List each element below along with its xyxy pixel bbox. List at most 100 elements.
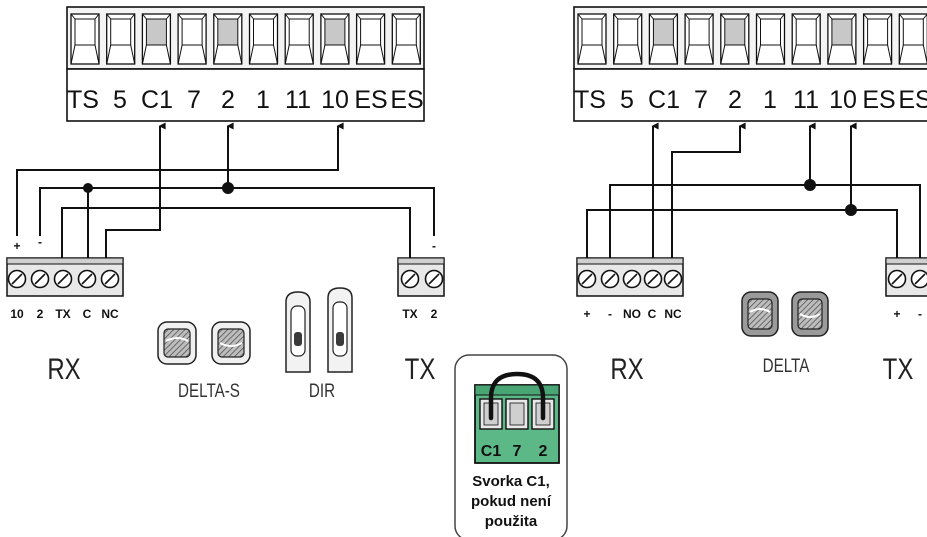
rx-pin-label: TX (55, 307, 70, 321)
terminal-slot (827, 13, 857, 65)
dir-photocell-icon (285, 287, 353, 373)
rx-polarity-plus: + (13, 239, 20, 253)
right-terminal-label: 1 (763, 86, 777, 114)
right-tx-label: TX (883, 351, 914, 385)
left-terminal-label: TS (67, 86, 99, 114)
tx-pin-label: - (918, 307, 922, 321)
rx-pin-label: NO (623, 307, 641, 321)
terminal-slot (248, 13, 279, 65)
right-rx-label: RX (610, 351, 643, 385)
note-line-2: pokud není (471, 493, 552, 510)
wire-plus-bus (586, 122, 857, 258)
wire-minus-to-tx (810, 184, 921, 258)
rx-pin-label: NC (664, 307, 682, 321)
terminal-slot (355, 13, 386, 65)
terminal-slot (141, 13, 172, 65)
note-terminal-label: 7 (513, 443, 522, 460)
note-terminal-label: C1 (481, 443, 502, 460)
wire-tx (61, 207, 411, 258)
wire-nc-to-2 (671, 122, 746, 258)
left-tx-terminal: - TX 2 (397, 239, 445, 321)
right-tx-terminal: + - (885, 257, 927, 321)
tx-polarity-minus: - (432, 239, 436, 253)
right-terminal-label: 2 (728, 86, 742, 114)
left-terminal-labels: TS 5 C1 7 2 1 11 10 ES ES (67, 86, 424, 114)
terminal-slot (648, 13, 679, 65)
left-terminal-slots (70, 13, 421, 65)
delta-s-label: DELTA-S (178, 379, 240, 401)
screw-icon (7, 269, 27, 289)
right-terminal-block: TS 5 C1 7 2 1 11 10 ES ES (573, 6, 927, 122)
right-terminal-label: 5 (620, 86, 634, 114)
left-terminal-label: 2 (221, 86, 235, 114)
rx-pin-label: + (583, 307, 590, 321)
rx-pin-label: 2 (37, 307, 44, 321)
screw-icon (600, 269, 620, 289)
left-terminal-label: ES (354, 86, 387, 114)
jumper-wire (488, 371, 546, 421)
left-tx-label: TX (405, 351, 436, 385)
wire-plus-to-10 (16, 122, 344, 236)
terminal-slot (213, 13, 243, 65)
terminal-slot (391, 13, 421, 65)
note-line-1: Svorka C1, (472, 473, 550, 490)
tx-pin-label: TX (402, 307, 417, 321)
left-terminal-label: 5 (113, 86, 127, 114)
dir-label: DIR (309, 379, 335, 401)
screw-icon (100, 269, 120, 289)
junction-dot (804, 179, 816, 191)
terminal-slot (684, 13, 714, 65)
terminal-slot (613, 13, 643, 65)
right-terminal-label: ES (862, 86, 895, 114)
rx-pin-label: C (648, 307, 657, 321)
terminal-slot (755, 13, 786, 65)
terminal-slot (70, 13, 100, 65)
screw-icon (30, 269, 50, 289)
right-terminal-label: 11 (793, 86, 819, 114)
wire-minus-bus (609, 122, 816, 258)
wire-nc-to-c1 (105, 122, 166, 258)
rx-pin-label: NC (101, 307, 119, 321)
terminal-slot (862, 13, 893, 65)
screw-icon (53, 269, 73, 289)
right-terminal-labels: TS 5 C1 7 2 1 11 10 ES ES (574, 86, 927, 114)
terminal-slot (106, 13, 136, 65)
delta-label: DELTA (763, 354, 810, 376)
left-terminal-label: 10 (321, 86, 349, 114)
right-terminal-label: TS (574, 86, 606, 114)
tx-pin-label: + (893, 307, 900, 321)
terminal-slot (898, 13, 927, 65)
rx-pin-label: - (608, 307, 612, 321)
rx-polarity-minus: - (38, 235, 42, 249)
screw-icon (663, 269, 683, 289)
screw-icon (887, 269, 907, 289)
left-wiring (16, 122, 435, 258)
note-terminal-label: 2 (539, 443, 548, 460)
left-terminal-label: 1 (256, 86, 270, 114)
junction-dot (83, 183, 93, 193)
terminal-slot (320, 13, 350, 65)
left-terminal-label: 11 (285, 86, 311, 114)
terminal-slot (577, 13, 607, 65)
delta-s-photocell-icon (157, 321, 251, 365)
wire-minus-bus (39, 122, 234, 236)
left-rx-terminal: + - 10 2 TX C NC (6, 235, 124, 321)
wire-minus-to-tx (228, 187, 435, 236)
right-wiring (586, 122, 921, 258)
screw-icon (77, 269, 97, 289)
terminal-slot (284, 13, 314, 65)
screw-icon (643, 269, 663, 289)
right-terminal-label: 7 (694, 86, 708, 114)
left-terminal-label: ES (390, 86, 423, 114)
rx-pin-label: 10 (10, 307, 24, 321)
tx-pin-label: 2 (431, 307, 438, 321)
jumper-note: C1 7 2 Svorka C1, pokud není použita (454, 354, 568, 537)
right-terminal-label: ES (898, 86, 927, 114)
left-terminal-block: TS 5 C1 7 2 1 11 10 ES ES (66, 6, 425, 122)
left-terminal-label: C1 (141, 86, 173, 114)
screw-icon (910, 269, 927, 289)
left-terminal-label: 7 (187, 86, 201, 114)
screw-icon (424, 269, 444, 289)
terminal-slot (791, 13, 821, 65)
